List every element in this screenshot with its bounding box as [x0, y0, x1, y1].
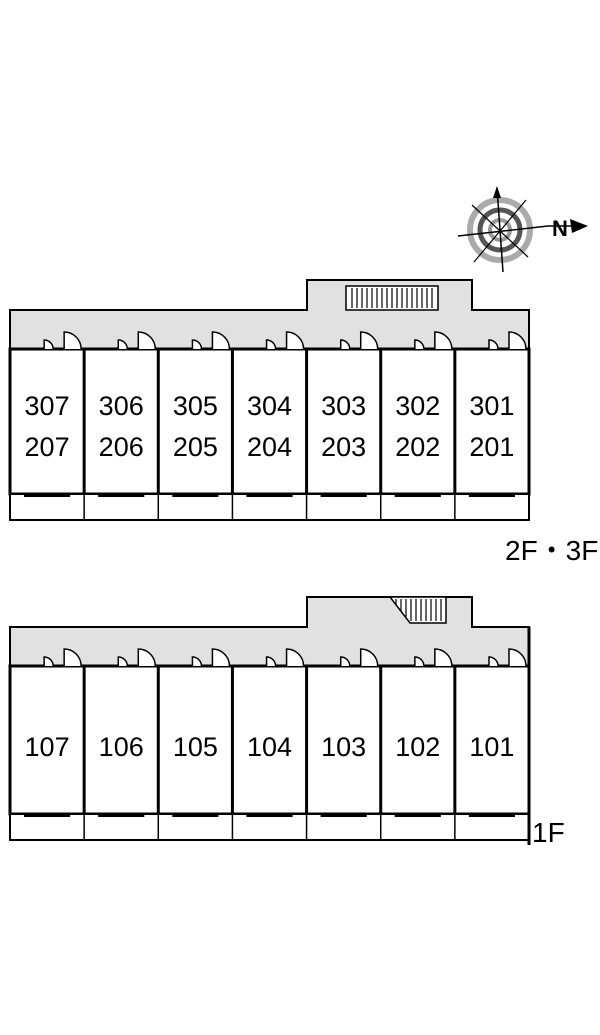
door-icon [63, 648, 82, 667]
unit-number: 103 [321, 732, 366, 762]
unit-number: 201 [469, 432, 514, 462]
unit-number: 206 [99, 432, 144, 462]
stairs-icon [388, 596, 447, 624]
door-icon [339, 339, 351, 350]
stairs-icon [345, 285, 439, 311]
door-icon [137, 648, 157, 667]
unit-number: 305 [173, 391, 218, 421]
door-icon [117, 339, 129, 350]
unit-number: 203 [321, 432, 366, 462]
unit-number: 306 [99, 391, 144, 421]
unit-number: 105 [173, 732, 218, 762]
door-icon [285, 648, 305, 667]
upper-floor-plan: 307 207 306 206 305 205 304 204 303 203 302 202 301 2… [8, 279, 531, 521]
unit-number: 207 [25, 432, 70, 462]
compass-icon: N [457, 186, 588, 273]
unit-number: 104 [247, 732, 292, 762]
door-icon [434, 648, 453, 667]
unit-number: 107 [25, 732, 70, 762]
door-icon [265, 656, 277, 667]
door-icon [285, 331, 305, 350]
floor-label-upper: 2F・3F [505, 535, 598, 566]
ground-floor-plan: 107 106 105 104 103 102 101 [8, 596, 531, 845]
unit-number: 101 [469, 732, 514, 762]
unit-number: 205 [173, 432, 218, 462]
unit-number: 304 [247, 391, 292, 421]
unit-number: 301 [469, 391, 514, 421]
unit-number: 307 [25, 391, 70, 421]
unit-number: 102 [395, 732, 440, 762]
unit-number: 204 [247, 432, 292, 462]
door-icon [488, 339, 499, 350]
door-icon [508, 648, 527, 667]
door-icon [488, 656, 499, 667]
door-icon [359, 648, 379, 667]
door-icon [265, 339, 277, 350]
door-icon [43, 339, 54, 350]
door-icon [43, 656, 54, 667]
unit-number: 302 [395, 391, 440, 421]
door-icon [434, 331, 453, 350]
door-icon [191, 339, 203, 350]
door-icon [414, 656, 425, 667]
unit-number: 303 [321, 391, 366, 421]
door-icon [414, 339, 425, 350]
unit-number: 106 [99, 732, 144, 762]
door-icon [359, 331, 379, 350]
floor-label-ground: 1F [532, 817, 565, 848]
compass-north-label: N [552, 216, 568, 241]
door-icon [339, 656, 351, 667]
door-icon [191, 656, 203, 667]
door-icon [211, 648, 231, 667]
door-icon [508, 331, 527, 350]
door-icon [211, 331, 231, 350]
unit-number: 202 [395, 432, 440, 462]
door-icon [137, 331, 157, 350]
door-icon [117, 656, 129, 667]
door-icon [63, 331, 82, 350]
